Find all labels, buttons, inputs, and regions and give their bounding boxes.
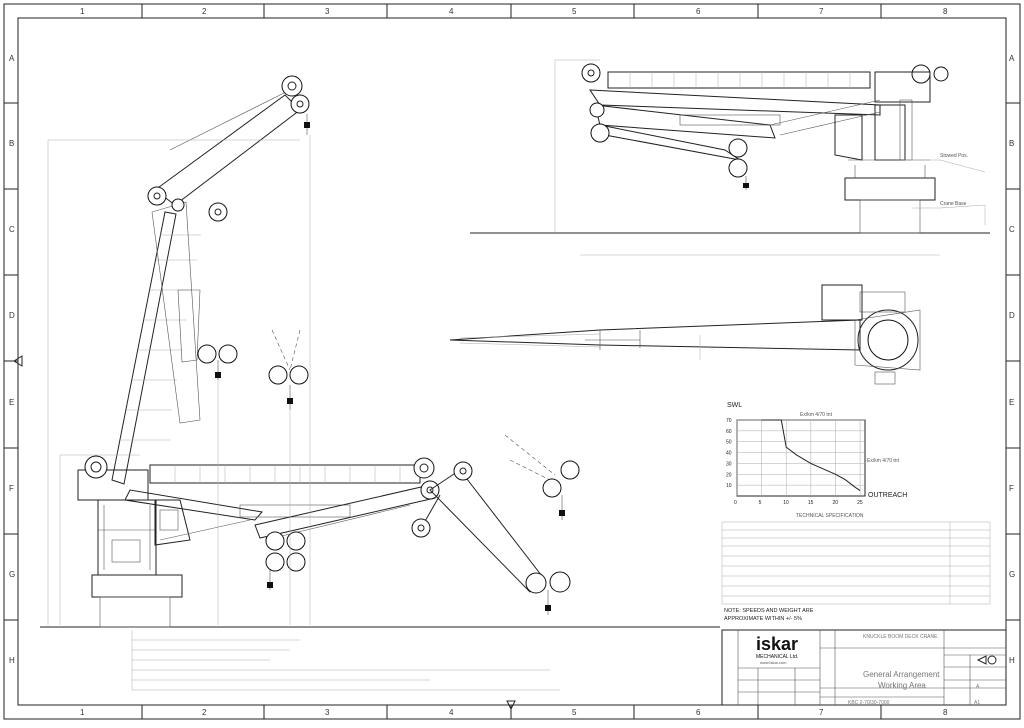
col-label-bottom: 6 — [696, 708, 701, 717]
row-label-left: F — [9, 484, 14, 493]
chart-x-tick-label: 10 — [783, 500, 789, 506]
company-web: www.iskar.com — [760, 660, 787, 665]
chart-x-tick-label: 15 — [808, 500, 814, 506]
chart-annotation: Ex/km 4/70 tnt — [800, 412, 833, 418]
knuckle-jib-raised — [154, 94, 301, 206]
crane-pedestal — [97, 499, 157, 576]
chart-x-label: OUTREACH — [868, 492, 907, 499]
chart-x-tick-label: 20 — [832, 500, 838, 506]
technical-specification-table: TECHNICAL SPECIFICATION NOTE: SPEEDS AND… — [721, 513, 991, 622]
col-label-bottom: 5 — [572, 708, 577, 717]
frame-ticks — [4, 4, 1020, 719]
crane-plan-view — [449, 284, 921, 385]
col-label-bottom: 2 — [202, 708, 207, 717]
chart-y-tick-label: 60 — [726, 429, 732, 435]
chart-grid — [736, 419, 865, 496]
sheet-size: A1 — [974, 700, 980, 706]
revision: A — [976, 684, 980, 690]
outreach-boom — [254, 484, 436, 539]
row-label-left: G — [9, 570, 15, 579]
crane-stowed-view: Stowed Pos. Crane Base — [470, 59, 990, 256]
chart-x-tick-label: 5 — [759, 500, 762, 506]
row-label-right: E — [1009, 398, 1014, 407]
row-labels: A B C D E F G H A B C D E F G H — [9, 54, 1015, 665]
company-subtitle: MECHANICAL Ltd. — [756, 654, 798, 660]
chart-y-tick-label: 30 — [726, 461, 732, 467]
row-label-left: E — [9, 398, 14, 407]
column-labels: 1 2 3 4 5 6 7 8 1 2 3 4 5 6 7 8 — [80, 7, 948, 717]
note-line: NOTE: SPEEDS AND WEIGHT ARE — [724, 608, 814, 614]
drawing-number: KBC 2-70/30-7000 — [848, 700, 890, 706]
chart-x-tick-label: 25 — [857, 500, 863, 506]
col-label-top: 5 — [572, 7, 577, 16]
knuckle-jib-extended — [429, 469, 546, 593]
centering-arrow-left — [13, 355, 23, 367]
row-label-left: D — [9, 311, 15, 320]
col-label-bottom: 4 — [449, 708, 454, 717]
col-label-top: 3 — [325, 7, 330, 16]
chart-y-tick-label: 20 — [726, 472, 732, 478]
col-label-bottom: 1 — [80, 708, 85, 717]
row-label-right: D — [1009, 311, 1015, 320]
winch-drum — [84, 455, 108, 479]
col-label-top: 7 — [819, 7, 824, 16]
col-label-top: 8 — [943, 7, 948, 16]
row-label-right: C — [1009, 225, 1015, 234]
title-block: iskar MECHANICAL Ltd. www.iskar.com KNUC… — [721, 629, 1007, 706]
col-label-top: 4 — [449, 7, 454, 16]
company-logo: iskar — [756, 634, 798, 654]
note-line: APPROXIMATE WITHIN +/- 5% — [724, 616, 802, 622]
row-label-left: A — [9, 54, 15, 63]
callout-label: Crane Base — [940, 201, 967, 207]
col-label-top: 1 — [80, 7, 85, 16]
chart-series-line — [761, 419, 861, 492]
row-label-left: B — [9, 139, 14, 148]
drawing-subtitle: Working Area — [878, 681, 926, 690]
chart-x-tick-label: 0 — [734, 500, 737, 506]
row-label-left: C — [9, 225, 15, 234]
chart-annotation: Ex/km 4/70 tnt — [867, 458, 900, 464]
drawing-title: General Arrangement — [863, 670, 940, 679]
row-label-right: B — [1009, 139, 1014, 148]
chart-y-tick-label: 50 — [726, 440, 732, 446]
operator-cabin — [154, 499, 191, 546]
col-label-bottom: 8 — [943, 708, 948, 717]
row-label-left: H — [9, 656, 15, 665]
row-label-right: G — [1009, 570, 1015, 579]
inner-frame — [17, 17, 1007, 706]
main-boom-stowed — [149, 464, 421, 484]
col-label-bottom: 3 — [325, 708, 330, 717]
crane-side-view — [40, 75, 720, 691]
project-name: KNUCKLE BOOM DECK CRANE — [863, 634, 938, 640]
chart-tick-labels: 0 5 10 15 20 25 10 20 30 40 50 60 70 — [726, 418, 863, 506]
col-label-bottom: 7 — [819, 708, 824, 717]
chart-y-label: SWL — [727, 402, 742, 409]
row-label-right: H — [1009, 656, 1015, 665]
chart-y-tick-label: 70 — [726, 418, 732, 424]
chart-y-tick-label: 40 — [726, 451, 732, 457]
row-label-right: F — [1009, 484, 1014, 493]
load-chart: 0 5 10 15 20 25 10 20 30 40 50 60 70 SWL OUTREACH Ex… — [726, 402, 907, 506]
projection-symbol — [976, 655, 987, 665]
centering-arrow-bottom — [506, 700, 516, 711]
spec-heading: TECHNICAL SPECIFICATION — [796, 513, 864, 519]
callout-label: Stowed Pos. — [940, 153, 968, 159]
row-label-right: A — [1009, 54, 1015, 63]
col-label-top: 2 — [202, 7, 207, 16]
chart-y-tick-label: 10 — [726, 483, 732, 489]
col-label-top: 6 — [696, 7, 701, 16]
main-boom-raised — [111, 211, 177, 485]
